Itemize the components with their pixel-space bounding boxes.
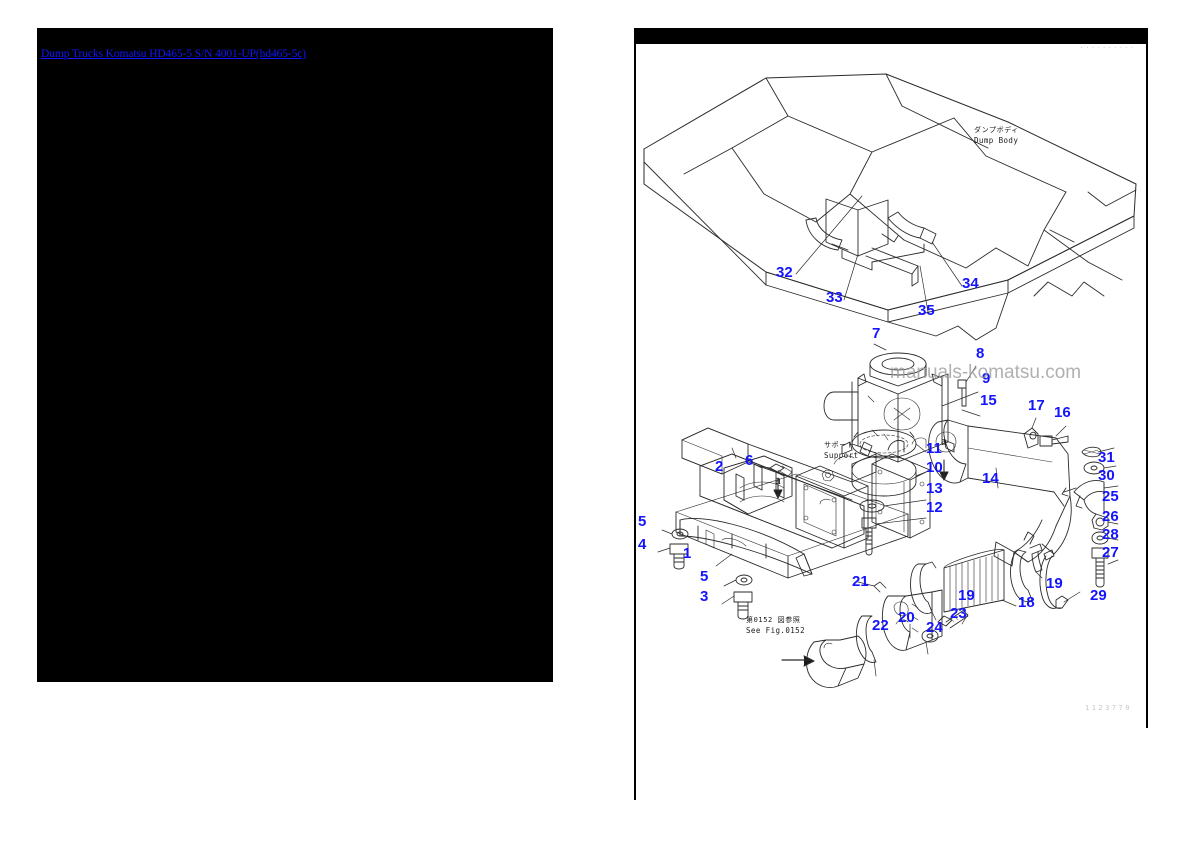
callout-number-5[interactable]: 5 [700,568,709,585]
callout-number-22[interactable]: 22 [872,617,889,634]
callout-number-8[interactable]: 8 [976,345,985,362]
callout-number-17[interactable]: 17 [1028,397,1045,414]
figure-code: 1123770 [1084,704,1132,712]
callout-number-6[interactable]: 6 [745,452,754,469]
callout-number-19[interactable]: 19 [1046,575,1063,592]
frame-right-border [1146,28,1148,728]
callout-number-16[interactable]: 16 [1054,404,1071,421]
callout-number-31[interactable]: 31 [1098,449,1115,466]
callout-number-14[interactable]: 14 [982,470,999,487]
document-title-link[interactable]: Dump Trucks Komatsu HD465-5 S/N 4001-UP(… [41,48,307,60]
support-frame-geometry [657,427,909,620]
parts-diagram-frame: .......... 1123770 [634,28,1148,800]
annotation-letter-a: a [941,433,947,448]
callout-number-32[interactable]: 32 [776,264,793,281]
callout-number-29[interactable]: 29 [1090,587,1107,604]
technical-drawing [636,44,1146,800]
callout-number-30[interactable]: 30 [1098,467,1115,484]
annotation-letter-a: a [775,472,781,487]
callout-number-12[interactable]: 12 [926,499,943,516]
callout-number-27[interactable]: 27 [1102,544,1119,561]
cad-label-jp-support: サポート [824,441,855,449]
callout-number-13[interactable]: 13 [926,480,943,497]
left-black-panel: Dump Trucks Komatsu HD465-5 S/N 4001-UP(… [37,28,553,682]
callout-number-28[interactable]: 28 [1102,526,1119,543]
bellows-clamp-geometry [910,531,1081,621]
right-hardware-geometry [1061,446,1119,588]
callout-number-10[interactable]: 10 [926,459,943,476]
pump-block-geometry [795,437,931,549]
callout-number-21[interactable]: 21 [852,573,869,590]
cad-label-en-see-figure: See Fig.0152 [746,625,805,635]
inlet-flange-geometry [781,581,969,688]
callout-number-7[interactable]: 7 [872,325,881,342]
drawing-svg [643,73,1137,688]
callout-number-11[interactable]: 11 [926,440,942,457]
callout-number-26[interactable]: 26 [1102,508,1119,525]
callout-number-33[interactable]: 33 [826,289,843,306]
exhaust-pipe-geometry [928,409,1072,567]
callout-number-35[interactable]: 35 [918,302,935,319]
cad-label-en-dump-body: Dump Body [974,135,1019,145]
callout-number-9[interactable]: 9 [982,370,991,387]
callout-number-34[interactable]: 34 [962,275,979,292]
callout-number-20[interactable]: 20 [898,609,915,626]
hinge-assembly-geometry [795,195,963,313]
cad-label-jp-dump-body: ダンプボディ [974,126,1019,134]
callout-number-18[interactable]: 18 [1018,594,1035,611]
callout-number-23[interactable]: 23 [950,605,967,622]
frame-top-code: .......... [1079,43,1136,50]
callout-number-3[interactable]: 3 [700,588,709,605]
flange-ring-geometry [851,429,927,556]
callout-number-5[interactable]: 5 [638,513,647,530]
callout-number-19[interactable]: 19 [958,587,975,604]
callout-number-25[interactable]: 25 [1102,488,1119,505]
frame-left-border [634,28,636,800]
callout-number-4[interactable]: 4 [638,536,647,553]
callout-number-1[interactable]: 1 [683,545,692,562]
callout-number-24[interactable]: 24 [926,619,943,636]
dump-body-geometry [643,73,1137,341]
cad-label-jp-see-figure: 第0152 図参照 [746,616,801,624]
callout-number-15[interactable]: 15 [980,392,997,409]
frame-top-bar [634,28,1148,44]
callout-number-2[interactable]: 2 [715,458,724,475]
cad-label-en-support: Support [824,450,859,460]
